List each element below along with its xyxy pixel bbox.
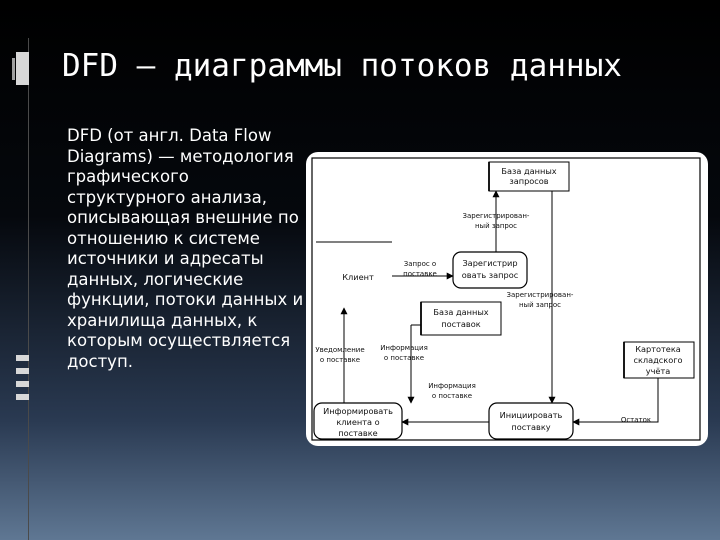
slide-body-text: DFD (от англ. Data Flow Diagrams) — мето… [67,126,304,371]
flow-label: Информация [428,382,476,390]
flow-label: о поставке [384,354,424,362]
node-label: овать запрос [462,270,518,280]
store-requests-db: База данных запросов [488,161,570,192]
node-label: Картотека [635,344,681,354]
node-label: поставок [441,319,480,329]
flow-label: о поставке [320,356,360,364]
flow-supply-info [411,324,421,403]
flow-label: Зарегистрирован- [463,212,530,220]
node-label: складского [633,355,682,365]
accent-block [16,368,29,374]
node-label: поставку [511,422,550,432]
flow-label: Уведомление [315,346,364,354]
flow-label: Остаток [621,416,651,424]
flow-label: Зарегистрирован- [507,291,574,299]
dfd-diagram: База данных запросов База данных поставо… [306,152,708,446]
node-label: запросов [509,176,548,186]
process-notify-client: Информировать клиента о поставке [313,402,403,440]
node-label: Зарегистрир [462,258,517,268]
process-initiate-supply: Инициировать поставку [488,402,574,440]
node-label: клиента о [336,417,379,427]
flow-stock [572,378,659,426]
flow-label: ный запрос [519,301,561,309]
node-label: учёта [646,366,671,376]
process-register-request: Зарегистрир овать запрос [452,251,528,289]
store-warehouse-card: Картотека складского учёта [623,341,695,379]
accent-block [16,394,29,400]
flow-label: ный запрос [475,222,517,230]
accent-bar-grey [12,58,15,80]
slide-left-decoration [0,0,30,540]
node-label: Информировать [323,406,393,416]
flow-label: о поставке [432,392,472,400]
flow-label: поставке [403,270,437,278]
node-label: поставке [338,428,377,438]
entity-client: Клиент [316,241,392,282]
accent-bar-white [16,52,29,85]
node-label: Клиент [342,272,374,282]
node-label: База данных [433,307,488,317]
store-supplies-db: База данных поставок [420,301,502,336]
vertical-rule [28,38,29,540]
slide-title: DFD – диаграммы потоков данных [62,48,622,84]
node-label: Инициировать [500,410,563,420]
flow-label: Информация [380,344,428,352]
diagram-frame [311,157,701,441]
flow-label: Запрос о [404,260,436,268]
accent-block [16,381,29,387]
node-label: База данных [501,166,556,176]
accent-block [16,355,29,361]
